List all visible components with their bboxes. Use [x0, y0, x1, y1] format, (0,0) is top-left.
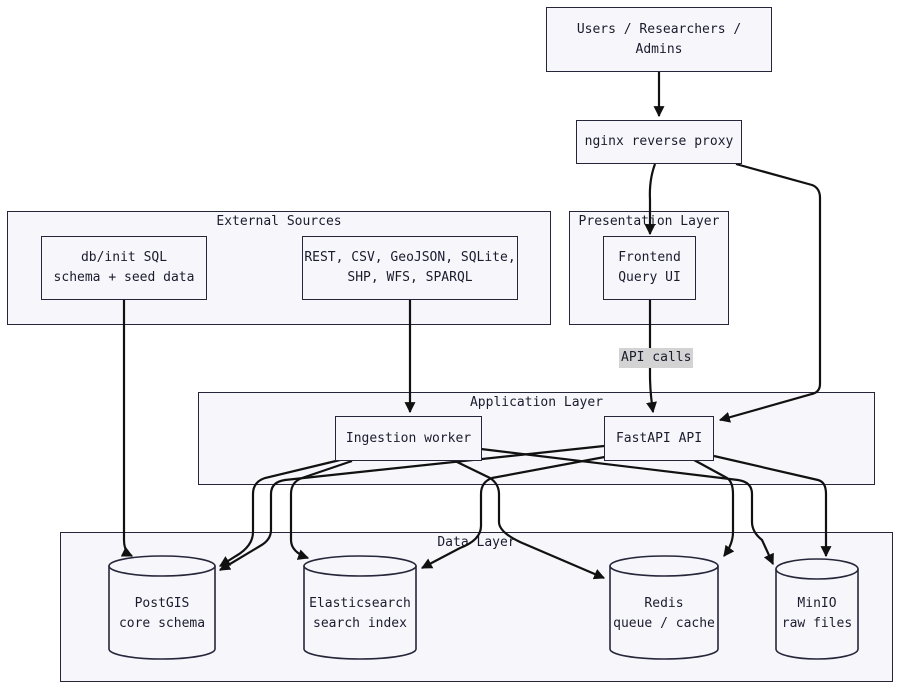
users-node: Users / Researchers / Admins	[546, 7, 772, 72]
node-label-line1: PostGIS	[134, 596, 190, 611]
edge-fastapi-redis	[693, 459, 735, 557]
node-label: nginx reverse proxy	[584, 134, 734, 149]
elasticsearch-cylinder	[303, 555, 417, 660]
api-calls-edge-label: API calls	[619, 348, 694, 368]
cluster-title: Application Layer	[469, 395, 604, 410]
node-label-line2: raw files	[781, 616, 853, 631]
edge-ingestion-minio	[480, 447, 774, 565]
elasticsearch-label: Elasticsearch search index	[304, 594, 416, 634]
node-label-line1: Frontend	[618, 250, 681, 265]
edge-fastapi-minio	[713, 454, 832, 558]
edge-dbinit-postgis	[120, 300, 133, 557]
ingestion-worker-node: Ingestion worker	[335, 416, 482, 461]
node-label-line2: core schema	[118, 616, 206, 631]
postgis-cylinder	[108, 555, 216, 660]
dbinit-node: db/init SQL schema + seed data	[41, 236, 207, 300]
node-label-line2: schema + seed data	[53, 270, 195, 285]
node-label-line2: SHP, WFS, SPARQL	[347, 270, 473, 285]
node-label-line2: search index	[313, 616, 407, 631]
minio-label: MinIO raw files	[776, 594, 858, 634]
cluster-title: External Sources	[216, 214, 342, 229]
edge-frontend-fastapi-2	[646, 368, 657, 414]
edge-ingestion-redis	[454, 460, 606, 580]
edge-fastapi-postgis	[219, 444, 605, 571]
fastapi-node: FastAPI API	[604, 416, 714, 461]
node-label-line1: REST, CSV, GeoJSON, SQLite,	[304, 250, 516, 265]
nginx-node: nginx reverse proxy	[576, 120, 742, 164]
node-label: Ingestion worker	[345, 430, 472, 446]
edge-ingestion-elastic	[289, 459, 353, 560]
node-label-line2: queue / cache	[613, 616, 715, 631]
edge-fastapi-elastic	[421, 454, 611, 569]
node-label-line2: Query UI	[618, 270, 681, 285]
redis-cylinder	[609, 555, 719, 660]
external-sources-node: REST, CSV, GeoJSON, SQLite, SHP, WFS, SP…	[302, 236, 518, 300]
edge-nginx-frontend	[644, 163, 657, 236]
minio-cylinder	[775, 558, 859, 660]
cluster-title: Data Layer	[437, 535, 516, 550]
edge-nginx-fastapi	[718, 162, 822, 423]
node-label: FastAPI API	[615, 430, 703, 446]
node-label-line1: Redis	[644, 596, 684, 611]
frontend-node: Frontend Query UI	[603, 236, 696, 300]
node-label-line1: db/init SQL	[80, 250, 168, 265]
edge-ingestion-postgis	[219, 458, 341, 567]
node-label-line1: MinIO	[797, 596, 837, 611]
node-label-line1: Users / Researchers /	[576, 21, 742, 37]
node-label-line2: Admins	[635, 41, 683, 57]
node-label-line1: Elasticsearch	[309, 596, 411, 611]
postgis-label: PostGIS core schema	[109, 594, 215, 634]
redis-label: Redis queue / cache	[610, 594, 718, 634]
